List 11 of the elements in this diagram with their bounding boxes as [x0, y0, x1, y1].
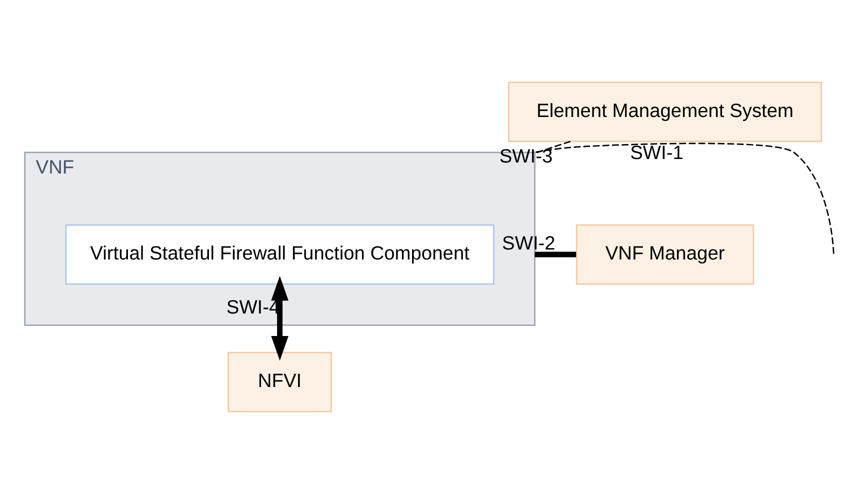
node-box: NFVI — [228, 351, 332, 412]
edge-label: SWI-1 — [630, 142, 684, 164]
connector — [534, 142, 834, 254]
connector — [534, 140, 571, 154]
connector — [534, 251, 576, 257]
edge-label: SWI-3 — [499, 146, 553, 168]
node-box: VNF Manager — [576, 224, 754, 284]
edge-label: SWI-2 — [502, 232, 556, 254]
node-box: Element Management System — [508, 81, 822, 142]
arrow — [271, 275, 288, 360]
node-box: Virtual Stateful Firewall Function Component — [65, 224, 494, 284]
